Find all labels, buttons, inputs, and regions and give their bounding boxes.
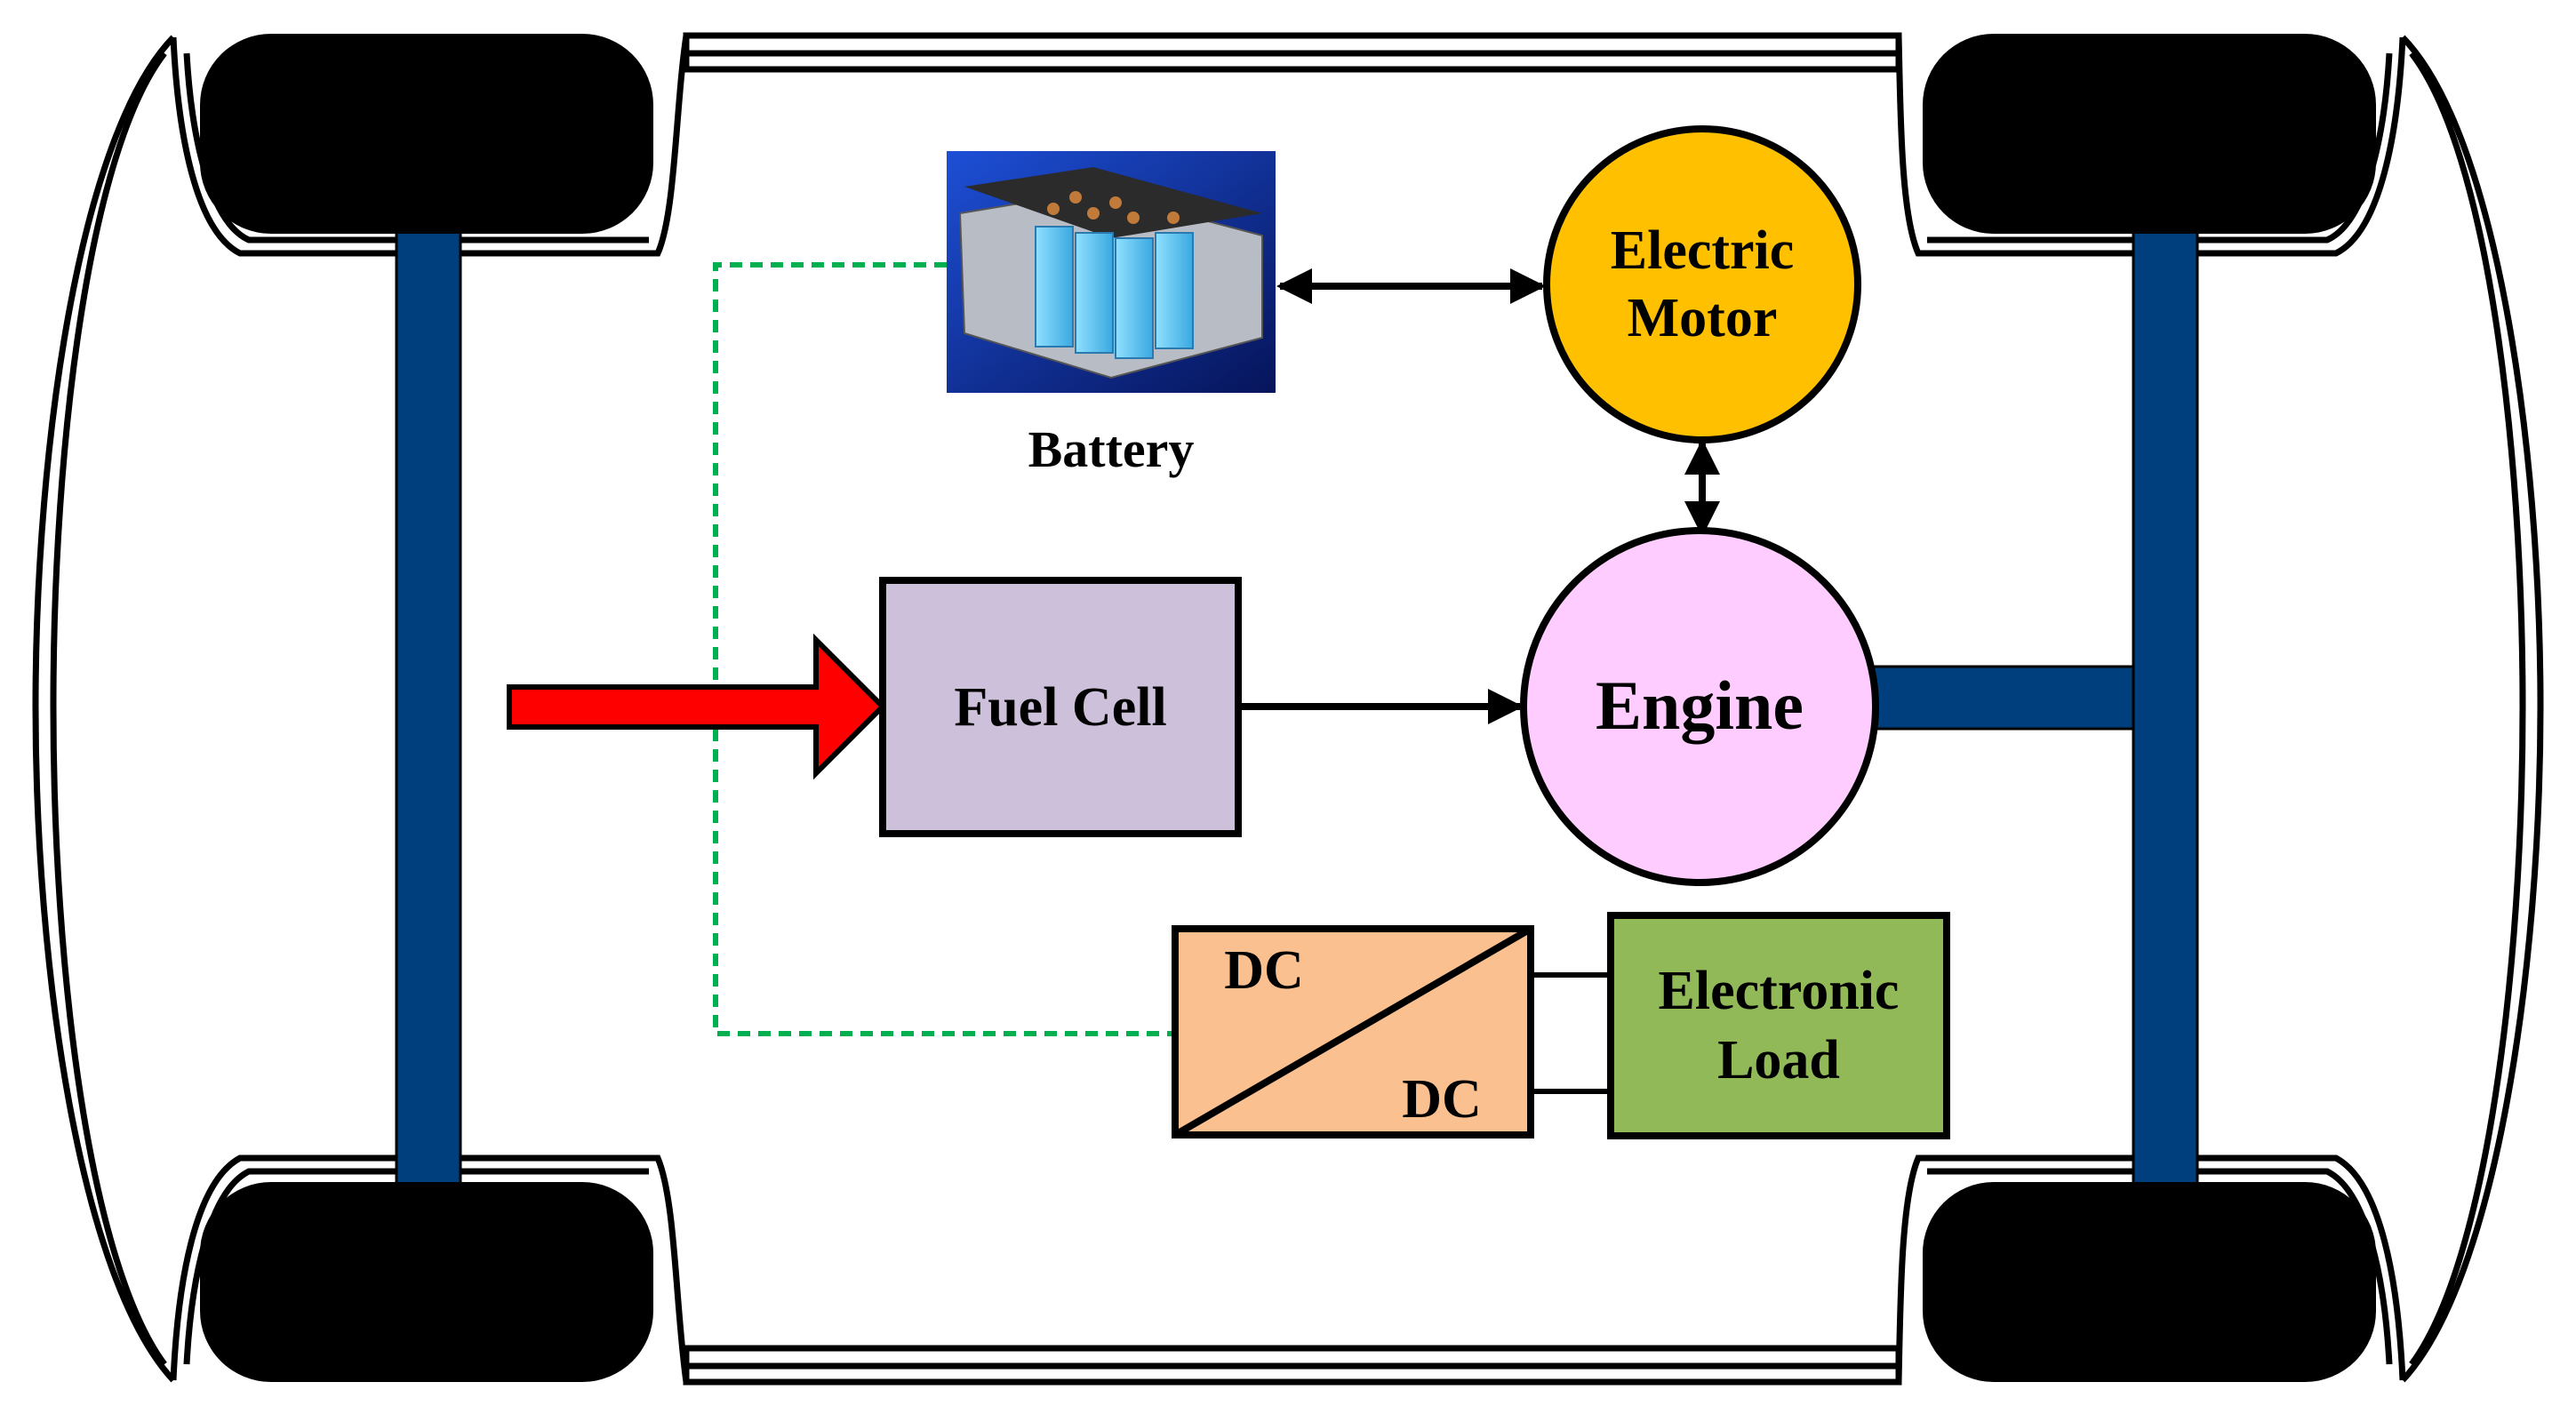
tire-rear-left: [200, 1182, 653, 1382]
dcdc-bottom-label: DC: [1402, 1069, 1482, 1130]
engine-node: [1520, 527, 1879, 886]
engine-label: Engine: [1596, 667, 1804, 744]
dcdc-top-label: DC: [1224, 940, 1304, 1001]
electric-motor-label-line2: Motor: [1628, 288, 1778, 348]
right-axle: [2132, 225, 2199, 1193]
battery-pack-image: [947, 151, 1276, 393]
left-axle: [395, 225, 462, 1193]
electronic-load-label-line2: Load: [1717, 1030, 1840, 1090]
electronic-load-block: [1607, 912, 1950, 1139]
dcdc-diagonal: [1172, 925, 1533, 1138]
electronic-load-label-line1: Electronic: [1659, 961, 1900, 1021]
tire-rear-right: [1923, 1182, 2376, 1382]
tire-front-right: [1923, 34, 2376, 234]
fuel-cell-block: [879, 577, 1242, 837]
battery-label: Battery: [1028, 420, 1195, 478]
drive-shaft: [1872, 665, 2135, 731]
fuel-input-arrow: [507, 633, 887, 780]
battery-signal-line: [713, 262, 1178, 1036]
electric-motor-label-line1: Electric: [1611, 220, 1795, 281]
tire-front-left: [200, 34, 653, 234]
electric-motor-node: [1543, 125, 1861, 443]
fuel-cell-label: Fuel Cell: [954, 677, 1166, 738]
